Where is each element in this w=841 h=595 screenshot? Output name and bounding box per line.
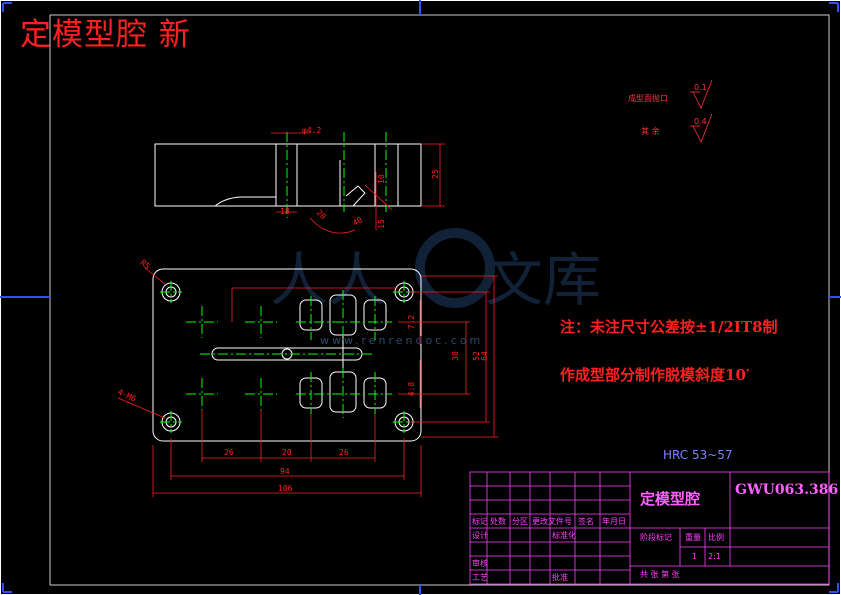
stage-label: 阶段标记 — [640, 533, 672, 542]
roughness-value-2: 0.4 — [694, 117, 707, 126]
roughness-label-1: 成型面抛口 — [628, 94, 668, 103]
dim-25: 25 — [430, 169, 440, 179]
part-name: 定模型腔 — [640, 490, 701, 508]
scale-label: 比例 — [708, 533, 724, 542]
roughness-symbols — [690, 79, 713, 143]
rev-header-doc: 更改文件号 — [532, 517, 572, 526]
rev-header-date: 年月日 — [602, 517, 626, 526]
rev-header-count: 处数 — [490, 517, 506, 526]
dim-phi42: φ4.2 — [302, 126, 322, 135]
dim-20b: 20 — [282, 448, 292, 457]
dim-18: 18 — [280, 207, 290, 216]
scale-value: 2:1 — [708, 552, 721, 561]
row-check: 审核 — [472, 559, 488, 568]
rev-header-zone: 分区 — [512, 517, 528, 526]
rev-header-mark: 标记 — [472, 517, 488, 526]
dim-48: 4.8 — [407, 381, 417, 397]
dim-10: 10 — [376, 174, 386, 184]
row-process: 工艺 — [472, 573, 488, 582]
row-design: 设计 — [472, 531, 488, 540]
dim-26a: 26 — [224, 448, 234, 457]
svg-text:文库: 文库 — [485, 246, 601, 314]
row-approve: 批准 — [552, 573, 568, 582]
dimension-lines — [117, 132, 498, 497]
top-view-centerlines — [286, 132, 387, 218]
note-tolerance: 注：未注尺寸公差按±1/2IT8制 — [560, 318, 778, 336]
sheet-count: 共 张 第 张 — [640, 570, 680, 579]
quantity-value: 1 — [692, 552, 698, 561]
row-standard: 标准化 — [552, 531, 576, 540]
dim-64: 64 — [479, 351, 489, 361]
rev-header-sign: 签名 — [578, 517, 594, 526]
drawing-number: GWU063.386 — [735, 482, 839, 498]
dim-94: 94 — [280, 467, 290, 476]
drawing-title: 定模型腔 新 — [20, 17, 191, 53]
note-draft-angle: 作成型部分制作脱模斜度10′ — [560, 366, 750, 384]
watermark-url: www.renrendoc.com — [320, 334, 484, 347]
dim-26b: 26 — [339, 448, 349, 457]
roughness-value-1: 0.1 — [694, 83, 707, 92]
dim-30: 30 — [450, 351, 460, 361]
watermark-logo: 人人 文库 — [270, 228, 601, 314]
top-view — [154, 143, 422, 207]
roughness-label-2: 其 余 — [641, 127, 660, 136]
weight-label: 重量 — [685, 533, 701, 542]
hardness-spec: HRC 53~57 — [663, 448, 733, 462]
dim-15: 15 — [376, 219, 386, 229]
title-block — [469, 471, 830, 585]
svg-text:人人: 人人 — [270, 246, 386, 314]
plan-view-centerlines — [160, 281, 415, 433]
dim-106: 106 — [278, 484, 293, 493]
dim-72: 7.2 — [407, 314, 417, 330]
